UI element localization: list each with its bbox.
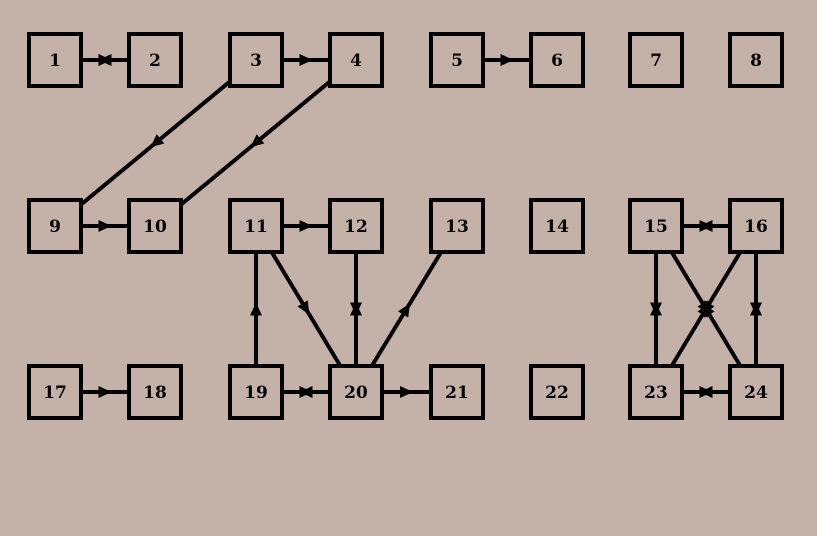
arrowhead-icon — [650, 302, 662, 316]
node-label: 22 — [545, 383, 569, 403]
node-label: 23 — [644, 383, 668, 403]
node-5: 5 — [429, 32, 485, 88]
node-4: 4 — [328, 32, 384, 88]
node-label: 2 — [149, 51, 161, 71]
arrowhead-icon — [150, 134, 165, 148]
node-18: 18 — [127, 364, 183, 420]
node-label: 19 — [244, 383, 268, 403]
node-label: 6 — [551, 51, 563, 71]
arrowhead-icon — [500, 54, 514, 66]
node-label: 21 — [445, 383, 469, 403]
arrowhead-icon — [98, 386, 112, 398]
node-label: 7 — [650, 51, 662, 71]
arrowhead-icon — [299, 386, 313, 398]
node-label: 15 — [644, 217, 668, 237]
node-14: 14 — [529, 198, 585, 254]
edge-3-9 — [79, 79, 232, 207]
node-2: 2 — [127, 32, 183, 88]
edge-4-10 — [179, 79, 332, 207]
edge-3-4 — [282, 54, 330, 66]
edge-11-12 — [282, 220, 330, 232]
node-label: 14 — [545, 217, 569, 237]
node-label: 5 — [451, 51, 463, 71]
edge-11-20 — [269, 250, 343, 368]
arrowhead-icon — [400, 386, 413, 398]
node-label: 10 — [143, 217, 167, 237]
node-label: 24 — [744, 383, 768, 403]
node-label: 13 — [445, 217, 469, 237]
node-20: 20 — [328, 364, 384, 420]
node-6: 6 — [529, 32, 585, 88]
node-label: 16 — [744, 217, 768, 237]
node-label: 3 — [250, 51, 262, 71]
node-21: 21 — [429, 364, 485, 420]
node-3: 3 — [228, 32, 284, 88]
node-24: 24 — [728, 364, 784, 420]
edge-17-18 — [81, 386, 129, 398]
arrowhead-icon — [299, 54, 313, 66]
arrowhead-icon — [699, 386, 713, 398]
arrowhead-icon — [697, 303, 710, 318]
arrowhead-icon — [250, 134, 265, 148]
node-label: 17 — [43, 383, 67, 403]
arrowhead-icon — [699, 220, 713, 232]
arrowhead-icon — [98, 220, 112, 232]
node-12: 12 — [328, 198, 384, 254]
node-9: 9 — [27, 198, 83, 254]
edge-1-2 — [81, 54, 129, 66]
edge-23-24 — [682, 386, 730, 398]
node-label: 8 — [750, 51, 762, 71]
node-label: 18 — [143, 383, 167, 403]
node-19: 19 — [228, 364, 284, 420]
edge-20-21 — [382, 386, 431, 398]
node-7: 7 — [628, 32, 684, 88]
edge-16-23 — [669, 250, 743, 368]
node-label: 12 — [344, 217, 368, 237]
node-label: 9 — [49, 217, 61, 237]
node-17: 17 — [27, 364, 83, 420]
edge-5-6 — [483, 54, 531, 66]
edge-15-16 — [682, 220, 730, 232]
node-label: 20 — [344, 383, 368, 403]
node-8: 8 — [728, 32, 784, 88]
node-label: 1 — [49, 51, 61, 71]
node-22: 22 — [529, 364, 585, 420]
node-label: 11 — [244, 217, 268, 237]
edge-20-13 — [370, 250, 443, 368]
node-1: 1 — [27, 32, 83, 88]
arrowhead-icon — [750, 302, 762, 316]
node-16: 16 — [728, 198, 784, 254]
arrowhead-icon — [299, 220, 313, 232]
arrowhead-icon — [250, 302, 262, 316]
node-15: 15 — [628, 198, 684, 254]
node-13: 13 — [429, 198, 485, 254]
arrowhead-icon — [350, 302, 362, 316]
arrowhead-icon — [397, 303, 410, 318]
arrowhead-icon — [297, 300, 310, 315]
edge-9-10 — [81, 220, 129, 232]
node-23: 23 — [628, 364, 684, 420]
edge-19-11 — [250, 252, 262, 366]
edge-12-20 — [350, 252, 362, 366]
node-label: 4 — [350, 51, 362, 71]
arrowhead-icon — [98, 54, 112, 66]
node-10: 10 — [127, 198, 183, 254]
edge-16-24 — [750, 252, 762, 366]
edge-15-23 — [650, 252, 662, 366]
node-11: 11 — [228, 198, 284, 254]
edge-19-20 — [282, 386, 330, 398]
